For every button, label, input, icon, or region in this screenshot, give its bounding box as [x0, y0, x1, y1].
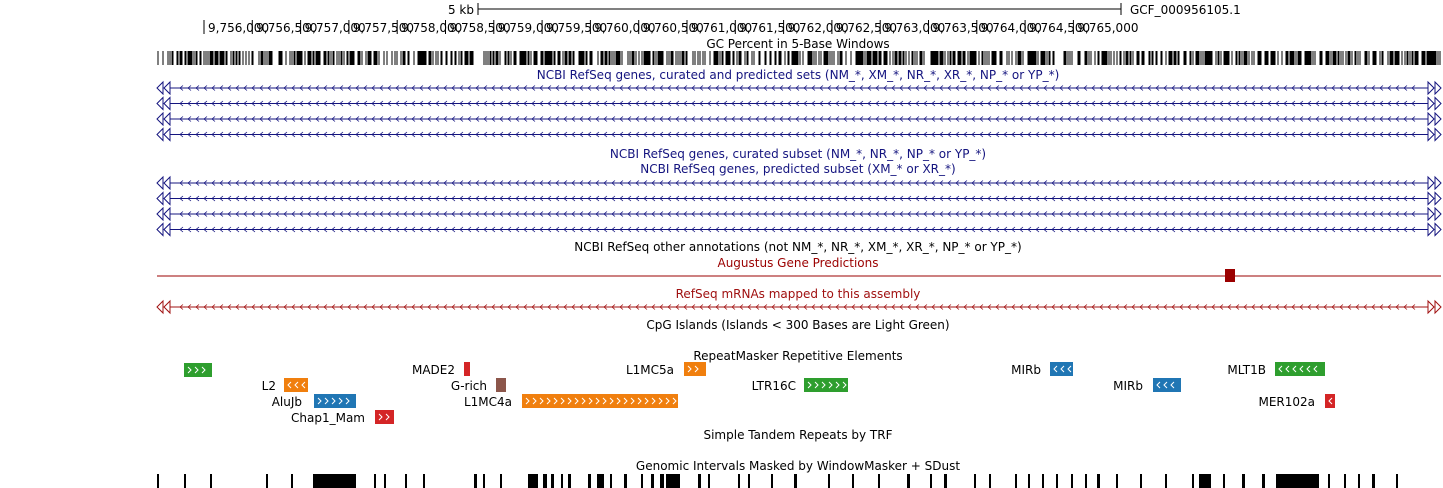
track-title-gc-percent[interactable]: GC Percent in 5-Base Windows — [706, 37, 889, 51]
ruler-tick-label: 9,762,000 — [788, 21, 849, 35]
repeat-element-label: L1MC5a — [626, 363, 674, 377]
base-position-ruler: 9,756,0009,756,5009,757,0009,757,5009,75… — [203, 20, 1138, 35]
ruler-tick-label: 9,758,000 — [401, 21, 462, 35]
ruler-tick-label: 9,757,000 — [305, 21, 366, 35]
augustus-exon[interactable] — [1225, 269, 1235, 282]
refseq-predicted-track[interactable] — [156, 175, 1442, 237]
refseq-predicted-gene-row[interactable] — [156, 206, 1442, 222]
track-title-windowmasker[interactable]: Genomic Intervals Masked by WindowMasker… — [636, 459, 960, 473]
ruler-tick-label: 9,761,500 — [739, 21, 800, 35]
repeat-element-label: MIRb — [1113, 379, 1143, 393]
repeat-element-label: MADE2 — [412, 363, 455, 377]
track-title-refseq-all[interactable]: NCBI RefSeq genes, curated and predicted… — [537, 68, 1060, 82]
refseq-mrna-track[interactable] — [156, 299, 1442, 315]
ruler-tick-label: 9,763,500 — [933, 21, 994, 35]
track-title-trf[interactable]: Simple Tandem Repeats by TRF — [703, 428, 892, 442]
repeat-element-label: MER102a — [1258, 395, 1315, 409]
track-title-cpg[interactable]: CpG Islands (Islands < 300 Bases are Lig… — [646, 318, 949, 332]
scale-bar: 5 kb GCF_000956105.1 — [448, 3, 1241, 17]
track-title-repeatmasker[interactable]: RepeatMasker Repetitive Elements — [693, 349, 902, 363]
augustus-track[interactable] — [157, 269, 1441, 282]
track-title-refseq-curated[interactable]: NCBI RefSeq genes, curated subset (NM_*,… — [610, 147, 986, 161]
repeat-element[interactable]: L1MC4a — [464, 394, 678, 409]
windowmasker-track[interactable] — [157, 474, 1398, 488]
refseq-predicted-gene-row[interactable] — [156, 175, 1442, 191]
ruler-tick-label: 9,756,500 — [256, 21, 317, 35]
ruler-tick-label: 9,759,000 — [498, 21, 559, 35]
ruler-tick-label: 9,759,500 — [546, 21, 607, 35]
refseq-gene-row[interactable] — [156, 127, 1442, 142]
repeat-element[interactable]: LTR16C — [752, 378, 848, 393]
repeat-element-label: Chap1_Mam — [291, 411, 365, 425]
repeat-element[interactable]: AluJb — [272, 394, 356, 409]
refseq-gene-row[interactable] — [156, 96, 1442, 111]
repeat-element[interactable]: L2 — [262, 378, 308, 393]
repeat-element[interactable]: MADE2 — [412, 362, 470, 377]
repeat-element[interactable]: MER102a — [1258, 394, 1335, 409]
track-title-refseq-other[interactable]: NCBI RefSeq other annotations (not NM_*,… — [574, 240, 1021, 254]
ruler-tick-label: 9,756,000 — [208, 21, 269, 35]
repeat-element-label: L1MC4a — [464, 395, 512, 409]
track-title-refseq-mrnas[interactable]: RefSeq mRNAs mapped to this assembly — [676, 287, 921, 301]
ruler-tick-label: 9,760,000 — [594, 21, 655, 35]
repeat-element[interactable]: G-rich — [451, 378, 506, 393]
ruler-tick-label: 9,760,500 — [643, 21, 704, 35]
ruler-tick-label: 9,757,500 — [353, 21, 414, 35]
track-title-refseq-predicted[interactable]: NCBI RefSeq genes, predicted subset (XM_… — [640, 162, 955, 176]
scale-bar-label: 5 kb — [448, 3, 474, 17]
refseq-mrna-row[interactable] — [156, 299, 1442, 315]
refseq-predicted-gene-row[interactable] — [156, 222, 1442, 237]
repeat-element[interactable]: MIRb — [1011, 362, 1073, 377]
repeat-element-label: MIRb — [1011, 363, 1041, 377]
repeat-element-label: LTR16C — [752, 379, 796, 393]
refseq-predicted-gene-row[interactable] — [156, 191, 1442, 206]
ruler-tick-label: 9,764,500 — [1029, 21, 1090, 35]
repeat-element[interactable]: Chap1_Mam — [291, 410, 394, 425]
refseq-all-track[interactable] — [156, 80, 1442, 142]
repeat-element[interactable]: MLT1B — [1227, 362, 1325, 377]
refseq-gene-row[interactable] — [156, 111, 1442, 127]
ruler-tick-label: 9,761,000 — [691, 21, 752, 35]
repeat-element[interactable] — [184, 363, 212, 377]
ruler-tick-label: 9,765,000 — [1077, 21, 1138, 35]
ruler-tick-label: 9,762,500 — [836, 21, 897, 35]
repeat-element-label: L2 — [262, 379, 276, 393]
refseq-gene-row[interactable] — [156, 80, 1442, 96]
repeat-element-label: AluJb — [272, 395, 302, 409]
ruler-tick-label: 9,763,000 — [884, 21, 945, 35]
track-title-augustus[interactable]: Augustus Gene Predictions — [717, 256, 878, 270]
assembly-label: GCF_000956105.1 — [1130, 3, 1241, 17]
repeat-element-label: G-rich — [451, 379, 487, 393]
ruler-tick-label: 9,764,000 — [981, 21, 1042, 35]
repeat-element[interactable]: MIRb — [1113, 378, 1181, 393]
repeat-element-label: MLT1B — [1227, 363, 1266, 377]
ruler-tick-label: 9,758,500 — [450, 21, 511, 35]
repeat-element[interactable]: L1MC5a — [626, 362, 706, 377]
gc-percent-track[interactable] — [157, 51, 1441, 65]
